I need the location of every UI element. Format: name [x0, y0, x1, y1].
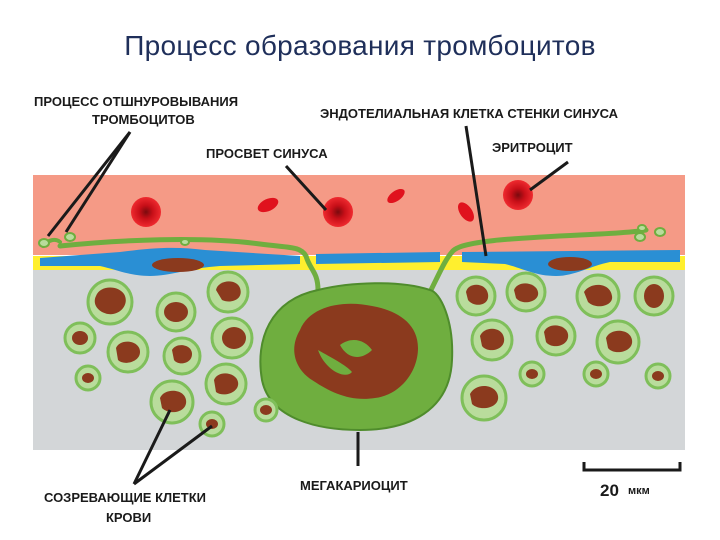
leader-lines — [46, 125, 569, 486]
maturing-cell — [106, 330, 150, 374]
maturing-cell — [149, 379, 195, 425]
maturing-cell — [575, 273, 621, 319]
maturing-cell — [210, 316, 254, 360]
maturing-cell — [74, 364, 102, 392]
maturing-cell — [455, 275, 497, 317]
page-title: Процесс образования тромбоцитов — [124, 30, 596, 61]
maturing-cell — [206, 270, 250, 314]
scale-bar — [582, 462, 682, 472]
scale-unit: мкм — [628, 485, 650, 497]
erythrocytes — [131, 180, 533, 227]
label-platelet-process-1: ПРОЦЕСС ОТШНУРОВЫВАНИЯ — [34, 94, 238, 109]
maturing-cell — [204, 362, 248, 406]
platelet-buds — [38, 224, 666, 248]
label-maturing-cells-1: СОЗРЕВАЮЩИЕ КЛЕТКИ — [44, 490, 206, 505]
maturing-cell — [63, 321, 97, 355]
erythrocyte-cell — [323, 197, 353, 227]
maturing-cell — [518, 360, 546, 388]
maturing-cell — [505, 271, 547, 313]
maturing-cell — [644, 362, 672, 390]
maturing-cell — [460, 374, 508, 422]
label-maturing-cells-2: КРОВИ — [106, 510, 151, 525]
megakaryocyte-cell — [259, 282, 454, 432]
erythrocyte-cell — [131, 197, 161, 227]
label-erythrocyte: ЭРИТРОЦИТ — [492, 140, 573, 155]
erythrocyte-cell — [387, 188, 405, 204]
maturing-cell — [470, 318, 514, 362]
label-sinus-lumen: ПРОСВЕТ СИНУСА — [206, 146, 328, 161]
erythrocyte-cell — [257, 197, 279, 213]
maturing-cell — [633, 275, 675, 317]
maturing-cell — [162, 336, 202, 376]
endothelial-nucleus — [152, 258, 204, 272]
maturing-cells-right — [455, 271, 675, 422]
maturing-cell — [86, 278, 134, 326]
maturing-cells-left — [63, 270, 279, 438]
maturing-cell — [253, 397, 279, 423]
erythrocyte-cell — [503, 180, 533, 210]
maturing-cell — [595, 319, 641, 365]
label-megakaryocyte: МЕГАКАРИОЦИТ — [300, 478, 408, 493]
label-platelet-process-2: ТРОМБОЦИТОВ — [92, 112, 195, 127]
maturing-cell — [155, 291, 197, 333]
maturing-cell — [535, 315, 577, 357]
endothelial-nucleus — [548, 257, 592, 271]
erythrocyte-cell — [458, 202, 474, 222]
maturing-cell — [582, 360, 610, 388]
label-endothelial-cell: ЭНДОТЕЛИАЛЬНАЯ КЛЕТКА СТЕНКИ СИНУСА — [320, 106, 619, 121]
endothelial-layer — [40, 247, 680, 276]
scale-value: 20 — [600, 481, 619, 500]
